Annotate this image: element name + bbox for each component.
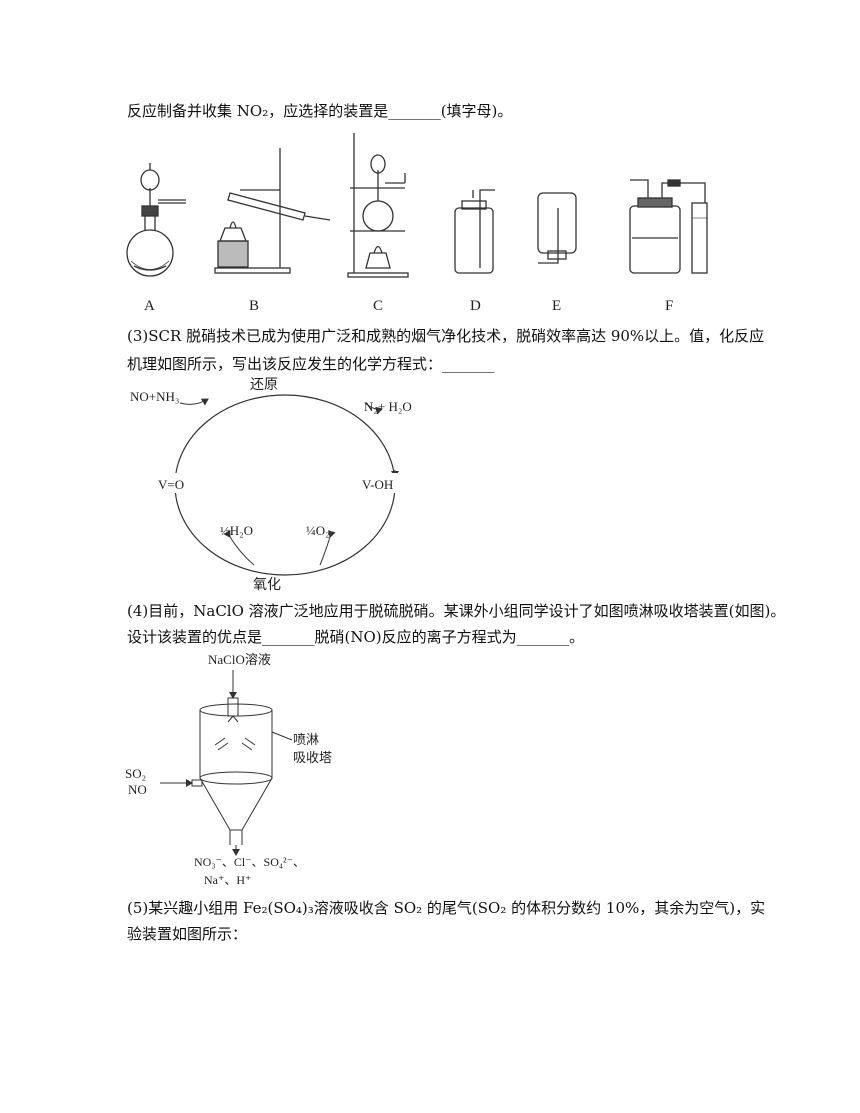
gas-in-so2: SO₂: [125, 766, 146, 781]
cycle-reactants: NO+NH₃: [130, 389, 179, 404]
apparatus-c: [347, 133, 409, 278]
apparatus-figure: A B C D E F: [120, 128, 720, 318]
tower-output-2: Na⁺、H⁺: [204, 873, 251, 887]
apparatus-d: [454, 189, 495, 274]
apparatus-b: [214, 148, 331, 274]
tower-label-2: 吸收塔: [293, 750, 332, 765]
q3-line-2: 机理如图所示，写出该反应发生的化学方程式：_______: [127, 355, 495, 373]
cycle-products: N₂+ H₂O: [364, 399, 412, 414]
scr-cycle-diagram: 还原 NO+NH₃ N₂+ H₂O V=O V-OH ½H₂O ¼O₂ 氧化: [120, 375, 440, 595]
cycle-right-species: V-OH: [362, 477, 393, 492]
cycle-water-out: ½H₂O: [220, 523, 253, 538]
label-b: B: [249, 298, 259, 314]
apparatus-a: [126, 163, 186, 277]
tower-output-1: NO₃⁻、Cl⁻、SO₄²⁻、: [194, 855, 305, 869]
q5-line-1: (5)某兴趣小组用 Fe₂(SO₄)₃溶液吸收含 SO₂ 的尾气(SO₂ 的体积…: [127, 899, 766, 917]
tower-label-1: 喷淋: [293, 732, 319, 747]
cycle-oxygen-in: ¼O₂: [306, 523, 330, 538]
q4-line-2: 设计该装置的优点是_______脱硝(NO)反应的离子方程式为_______。: [127, 628, 585, 646]
cycle-top-label: 还原: [250, 377, 278, 393]
q4-line-1: (4)目前，NaClO 溶液广泛地应用于脱硫脱硝。某课外小组同学设计了如图喷淋吸…: [127, 602, 786, 620]
gas-in-no: NO: [128, 782, 147, 797]
q5-line-2: 验装置如图所示：: [127, 925, 248, 943]
label-d: D: [470, 298, 481, 314]
cycle-bottom-label: 氧化: [253, 577, 281, 593]
apparatus-e: [537, 192, 577, 264]
label-c: C: [373, 298, 383, 314]
q3-line-1: (3)SCR 脱硝技术已成为使用广泛和成熟的烟气净化技术，脱硝效率高达 90%以…: [127, 327, 765, 345]
label-f: F: [665, 298, 673, 314]
apparatus-f: [629, 179, 708, 274]
spray-tower-diagram: NaClO溶液 喷淋 吸收塔 SO₂ NO NO₃⁻、Cl⁻、SO₄²⁻、 Na…: [120, 650, 380, 890]
tower-input-label: NaClO溶液: [208, 652, 271, 667]
label-a: A: [144, 298, 155, 314]
label-e: E: [552, 298, 561, 314]
cycle-left-species: V=O: [158, 477, 184, 492]
q2-tail-text: 反应制备并收集 NO₂，应选择的装置是_______(填字母)。: [127, 102, 513, 120]
